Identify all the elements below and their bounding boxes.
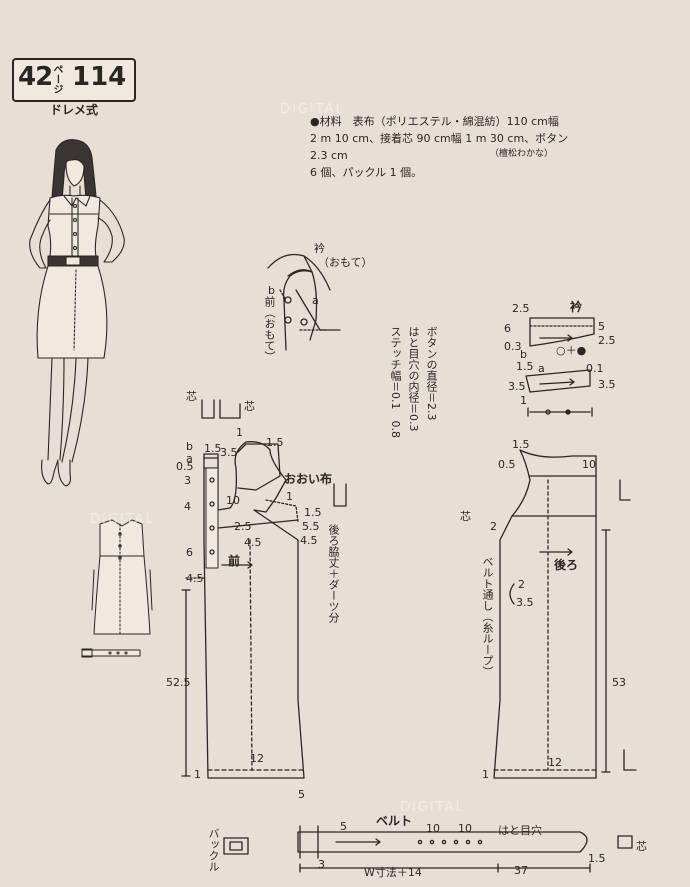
dim-front-5-5: 5.5 [302, 520, 320, 533]
belt-sketch [81, 648, 141, 658]
dim-front-3: 3 [184, 474, 191, 487]
dim-collar-3-5b: 3.5 [598, 378, 616, 391]
dim-front-4-5b: 4.5 [244, 536, 262, 549]
belt-shin: 芯 [636, 840, 647, 853]
watermark-3: DIGITAL [400, 800, 465, 815]
side-length-note: 後ろ脇丈＋ダーツ分 [327, 524, 340, 623]
dim-front-52-5: 52.5 [166, 676, 191, 689]
dim-front-3-5: 3.5 [220, 446, 238, 459]
dim-collar-1: 1 [520, 394, 527, 407]
belt-w-formula: W寸法＋14 [364, 866, 422, 879]
dim-front-4: 4 [184, 500, 191, 513]
watermark-2: DIGITAL [90, 512, 155, 527]
dim-front-4-5c: 4.5 [186, 572, 204, 585]
dim-front-1-5b: 1.5 [266, 436, 284, 449]
front-label: 前 [228, 554, 241, 568]
dim-back-53: 53 [612, 676, 626, 689]
watermark-1: DIGITAL [280, 102, 345, 117]
dim-front-4-5a: 4.5 [300, 534, 318, 547]
back-pattern-piece [493, 449, 637, 779]
dim-back-3-5: 3.5 [516, 596, 534, 609]
dim-front-1-5c: 1.5 [304, 506, 322, 519]
dim-belt-10b: 10 [458, 822, 472, 835]
dim-belt-37: 37 [514, 864, 528, 877]
dim-collar-6: 6 [504, 322, 511, 335]
dim-back-1: 1 [482, 768, 489, 781]
dim-back-2a: 2 [490, 520, 497, 533]
dim-front-a: a [186, 452, 193, 465]
pattern-number-box: 42 ページ 114 ドレメ式 [12, 58, 136, 117]
materials-line-1: ●材料 表布（ポリエステル・綿混紡）110 cm幅 [310, 115, 559, 128]
collar-mark-a2: a [538, 362, 545, 375]
dim-belt-5: 5 [340, 820, 347, 833]
collar-mark-b2: b [520, 348, 527, 361]
collar-marks: ○＋● [556, 344, 587, 357]
collar-detail-drawing [267, 253, 341, 351]
dim-collar-1-5: 1.5 [516, 360, 534, 373]
dim-collar-5: 5 [598, 320, 605, 333]
yoke-label: おおい布 [284, 472, 333, 486]
belt-pattern [223, 825, 633, 873]
dim-front-1-5a: 1.5 [204, 442, 222, 455]
front-shin-right: 芯 [244, 400, 255, 413]
dim-front-0-5: 0.5 [176, 460, 194, 473]
note-stitch-width: ステッチ幅＝0.1 0.8 [389, 326, 402, 438]
materials-line-3: 6 個、パックル 1 個。 [310, 166, 423, 179]
dim-front-1: 1 [236, 426, 243, 439]
front-pattern-piece [181, 399, 347, 779]
page-number: 42 [18, 62, 53, 92]
back-shin: 芯 [460, 510, 471, 523]
note-buttonhole-size: はと目穴の内径＝0.3 [407, 326, 420, 432]
page-unit: ページ [51, 64, 62, 94]
dim-collar-3-5a: 3.5 [508, 380, 526, 393]
dim-front-2-5: 2.5 [234, 520, 252, 533]
flat-sketch [91, 519, 153, 635]
dim-front-10: 10 [226, 494, 240, 507]
back-label: 後ろ [554, 558, 579, 572]
front-omote-label: 前（おもて） [263, 296, 276, 362]
designer-credit: （檀松わかな） [490, 149, 554, 159]
note-button-diameter: ボタンの直径＝2.3 [425, 326, 438, 421]
model-illustration [29, 139, 125, 487]
dim-front-5: 5 [298, 788, 305, 801]
materials-line-2: 2 m 10 cm、接着芯 90 cm幅 1 m 30 cm、ボタン 2.3 c… [310, 132, 569, 162]
materials-text: ●材料 表布（ポリエステル・綿混紡）110 cm幅 2 m 10 cm、接着芯 … [310, 113, 570, 181]
dim-belt-10a: 10 [426, 822, 440, 835]
dim-back-0-5: 0.5 [498, 458, 516, 471]
collar-pattern-piece [525, 317, 595, 417]
dim-front-1c: 1 [194, 768, 201, 781]
collar-pattern-label: 衿 [570, 300, 583, 314]
collar-mark-a: a [312, 294, 319, 307]
pattern-style: ドレメ式 [50, 103, 99, 117]
dim-belt-3: 3 [318, 858, 325, 871]
dim-collar-2-5b: 2.5 [598, 334, 616, 347]
dim-front-1b: 1 [286, 490, 293, 503]
belt-loop-note: ベルト通し（糸ループ） [481, 556, 494, 677]
dim-front-6: 6 [186, 546, 193, 559]
collar-label: 衿 [314, 242, 325, 255]
dim-belt-1-5: 1.5 [588, 852, 606, 865]
belt-label: ベルト [376, 814, 413, 828]
buckle-label: バックル [207, 828, 220, 872]
dim-back-10: 10 [582, 458, 596, 471]
dim-collar-0-3: 0.3 [504, 340, 522, 353]
dim-front-12: 12 [250, 752, 264, 765]
collar-omote-label: （おもて） [318, 256, 373, 269]
pattern-number: 114 [72, 62, 127, 92]
dim-collar-0-1: 0.1 [586, 362, 604, 375]
dim-collar-2-5a: 2.5 [512, 302, 530, 315]
eyelet-label: はと目穴 [498, 824, 542, 837]
dim-back-12: 12 [548, 756, 562, 769]
dim-front-b: b [186, 440, 193, 453]
dim-back-1-5: 1.5 [512, 438, 530, 451]
front-shin-top: 芯 [186, 390, 197, 403]
collar-mark-b: b [268, 284, 275, 297]
dim-back-2b: 2 [518, 578, 525, 591]
